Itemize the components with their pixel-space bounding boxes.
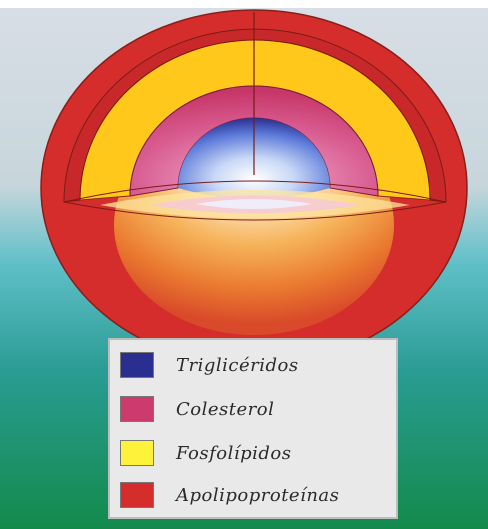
apolipoproteins-swatch-icon: [120, 482, 154, 508]
lipoprotein-particle: [41, 10, 467, 366]
legend: Triglicéridos Colesterol Fosfolípidos Ap…: [108, 338, 398, 519]
legend-label: Colesterol: [176, 399, 274, 420]
legend-item-apolipoproteins: Apolipoproteínas: [120, 478, 339, 512]
legend-item-triglycerides: Triglicéridos: [120, 348, 299, 382]
top-margin: [0, 0, 488, 8]
triglycerides-swatch-icon: [120, 352, 154, 378]
phospholipids-swatch-icon: [120, 440, 154, 466]
cholesterol-swatch-icon: [120, 396, 154, 422]
legend-label: Fosfolípidos: [176, 443, 291, 464]
legend-label: Triglicéridos: [176, 355, 299, 376]
legend-item-phospholipids: Fosfolípidos: [120, 436, 291, 470]
legend-item-cholesterol: Colesterol: [120, 392, 274, 426]
legend-label: Apolipoproteínas: [176, 485, 339, 506]
